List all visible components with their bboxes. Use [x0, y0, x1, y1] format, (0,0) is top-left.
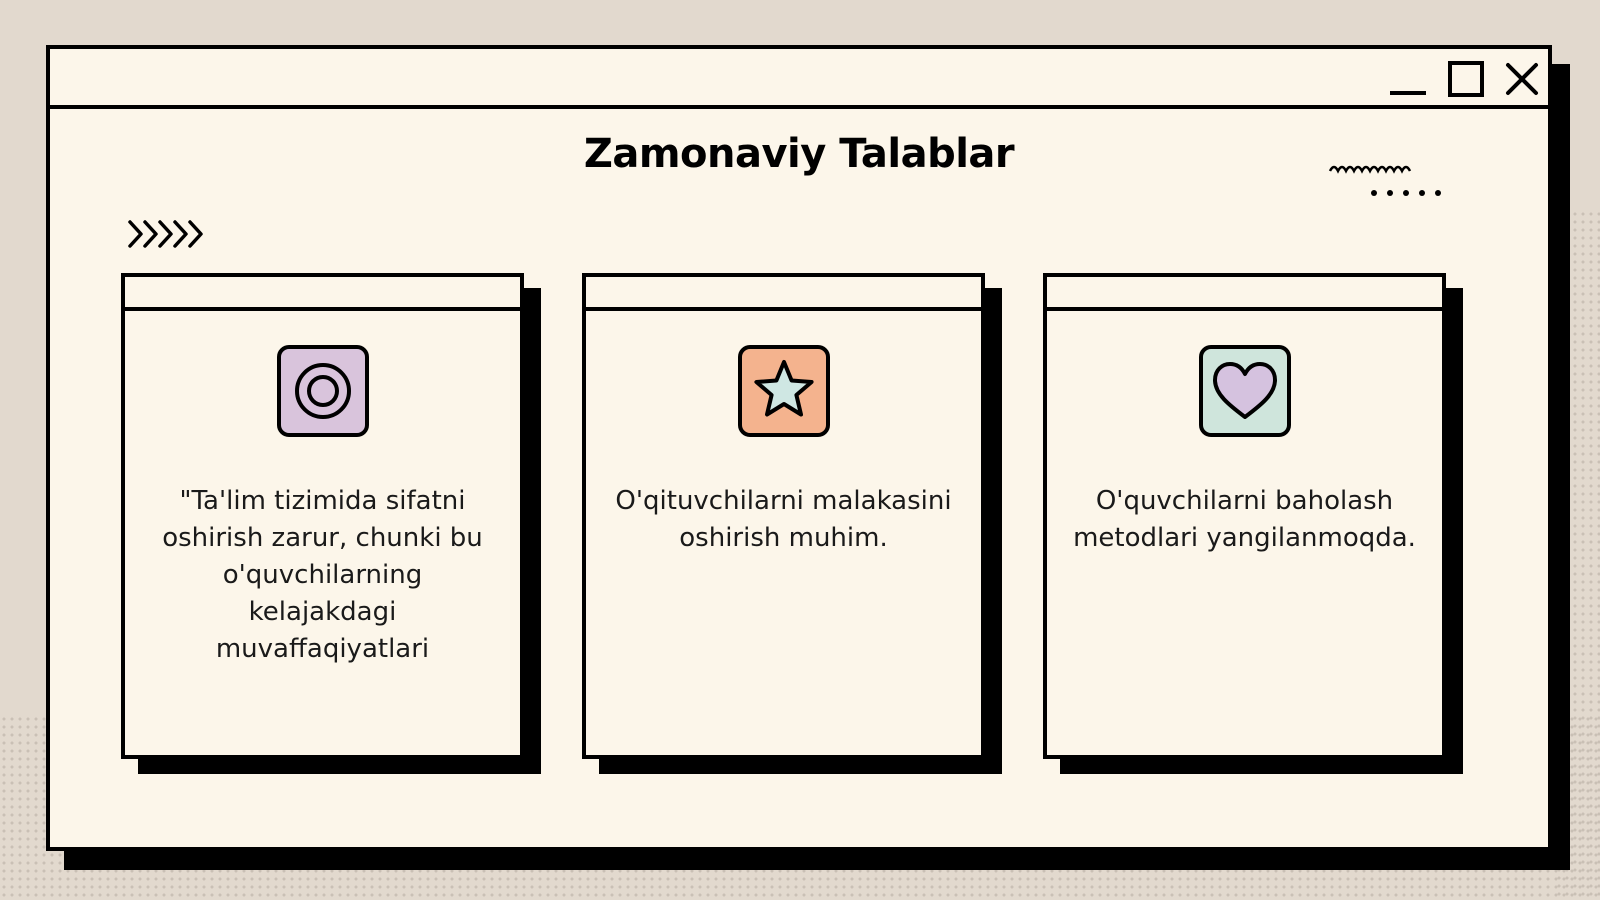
minimize-button[interactable]	[1386, 57, 1430, 101]
maximize-button[interactable]	[1444, 57, 1488, 101]
chevrons-decoration	[128, 220, 203, 248]
close-icon	[1506, 63, 1538, 95]
card-icon-box	[738, 345, 830, 437]
window-titlebar	[50, 49, 1548, 109]
page-title: Zamonaviy Talablar	[583, 131, 1015, 177]
star-icon	[754, 360, 814, 417]
card-text: "Ta'lim tizimida sifatni oshirish zarur,…	[162, 486, 483, 664]
card-assessment: O'quvchilarni baholash metodlari yangila…	[1043, 273, 1446, 759]
card-titlebar	[125, 277, 520, 311]
card-teachers: O'qituvchilarni malakasini oshirish muhi…	[582, 273, 985, 759]
target-icon	[295, 363, 351, 419]
card-text: O'quvchilarni baholash metodlari yangila…	[1073, 486, 1416, 553]
minimize-icon	[1390, 91, 1426, 95]
card-icon-box	[1199, 345, 1291, 437]
card-titlebar	[1047, 277, 1442, 311]
card-icon-box	[277, 345, 369, 437]
card-text: O'qituvchilarni malakasini oshirish muhi…	[615, 486, 952, 553]
maximize-icon	[1448, 61, 1484, 97]
card-titlebar	[586, 277, 981, 311]
close-button[interactable]	[1500, 57, 1544, 101]
squiggle-dots-decoration	[1328, 165, 1441, 196]
card-quality: "Ta'lim tizimida sifatni oshirish zarur,…	[121, 273, 524, 759]
heart-icon	[1213, 362, 1277, 419]
app-window: Zamonaviy Talablar "Ta'lim tizimida sifa…	[46, 45, 1552, 851]
